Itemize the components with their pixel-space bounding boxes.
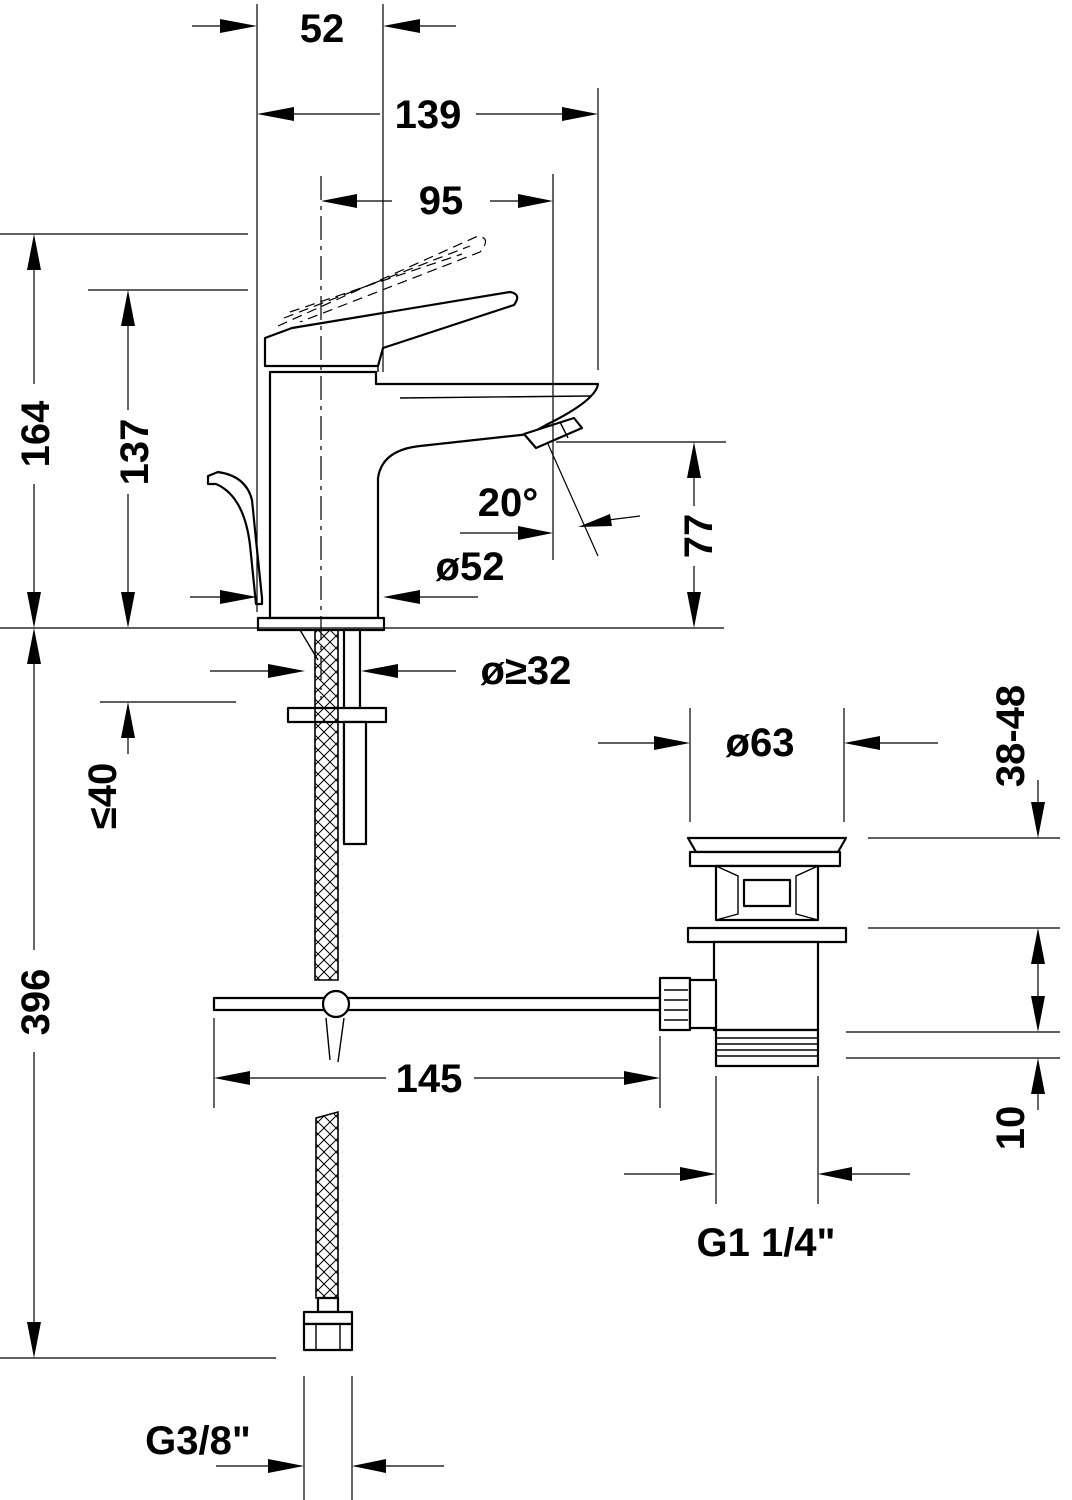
dim-body-diameter: ø52 xyxy=(436,545,505,589)
dim-waste-range: 38-48 xyxy=(989,685,1033,787)
waste-flange xyxy=(686,926,848,944)
rod-clip xyxy=(321,989,351,1019)
lever-raised-inner xyxy=(283,245,471,319)
pop-up-waste xyxy=(658,836,848,1068)
faucet-column xyxy=(268,370,600,620)
dim-rod-length: 145 xyxy=(396,1057,463,1101)
lever-raised-inner2 xyxy=(289,253,463,313)
extension-lines xyxy=(0,4,1060,1500)
below-deck-assembly xyxy=(212,628,662,1352)
supply-hose-lower xyxy=(315,1110,339,1299)
dim-hose-length: 396 xyxy=(14,969,58,1036)
dim-thread-length: 10 xyxy=(989,1106,1033,1151)
dim-hole-diameter: ø≥32 xyxy=(481,649,572,693)
dimension-labels: 52 139 95 164 137 77 20° ø52 ø≥32 ≤40 ø6… xyxy=(14,7,1033,1463)
dim-total-height: 164 xyxy=(14,400,58,467)
pop-up-rod xyxy=(212,996,662,1012)
hose-nut xyxy=(302,1322,354,1352)
dim-spout-reach: 95 xyxy=(419,179,464,223)
waste-thread xyxy=(714,1028,820,1068)
lever-raised-outline xyxy=(277,235,487,327)
supply-hose-upper xyxy=(314,629,339,981)
faucet-body xyxy=(206,235,600,632)
waste-body xyxy=(712,940,820,1032)
dim-top-offset: 52 xyxy=(300,7,345,51)
pop-up-knob xyxy=(206,470,264,606)
dimension-lines xyxy=(27,19,1045,1473)
dim-spout-height: 77 xyxy=(677,514,721,559)
dim-spray-angle: 20° xyxy=(478,481,539,525)
dim-deck-thickness: ≤40 xyxy=(81,763,125,829)
dim-waste-thread: G1 1/4" xyxy=(696,1221,835,1265)
waste-plug-cap xyxy=(686,836,848,854)
dim-waste-diameter: ø63 xyxy=(726,721,795,765)
dim-overall-depth: 139 xyxy=(395,93,462,137)
lever-handle xyxy=(263,290,519,368)
dim-body-height: 137 xyxy=(113,419,157,486)
dim-supply-thread: G3/8" xyxy=(145,1419,251,1463)
